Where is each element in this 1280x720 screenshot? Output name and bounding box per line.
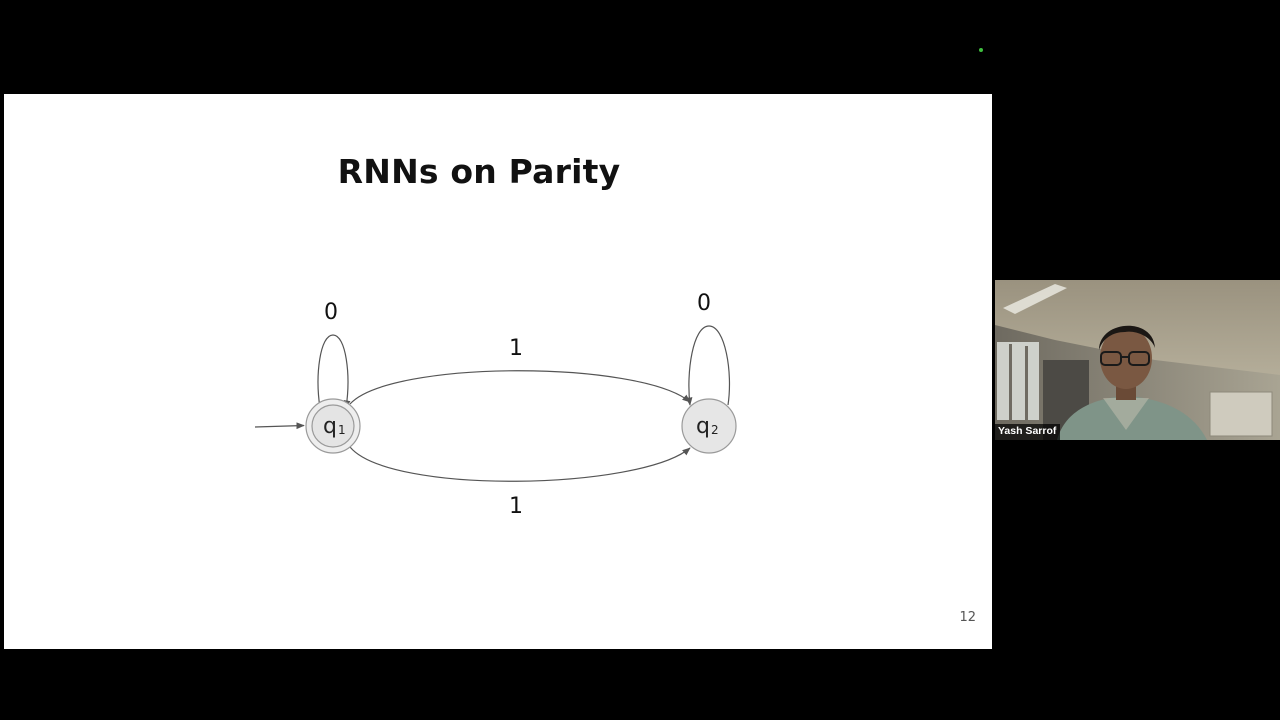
state-q1-letter: q (323, 414, 337, 439)
participant-name-label: Yash Sarrof (995, 424, 1060, 440)
q2-self-loop-edge (689, 326, 730, 405)
start-arrow (255, 426, 304, 428)
state-q2: q 2 (682, 399, 736, 453)
state-q2-letter: q (696, 414, 710, 439)
participant-video-feed (995, 280, 1280, 440)
state-q1: q 1 (306, 399, 360, 453)
q2-to-q1-label: 1 (509, 494, 523, 519)
state-q2-subscript: 2 (711, 423, 719, 437)
q2-self-loop-label: 0 (697, 291, 711, 316)
q1-to-q2-edge (350, 371, 690, 404)
state-q1-subscript: 1 (338, 423, 346, 437)
slide-page-number: 12 (946, 610, 976, 625)
q2-to-q1-edge (350, 447, 690, 481)
q1-self-loop-label: 0 (324, 300, 338, 325)
q1-self-loop-edge (318, 335, 348, 408)
q1-to-q2-label: 1 (509, 336, 523, 361)
participant-video-tile[interactable]: Yash Sarrof (995, 280, 1280, 440)
